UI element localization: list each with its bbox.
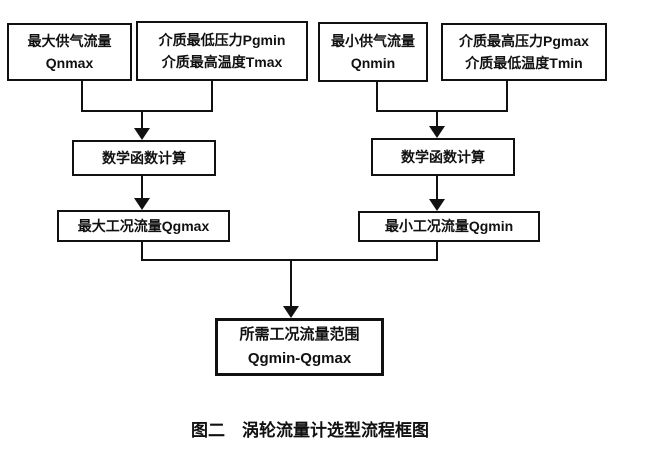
- connector-line: [376, 110, 508, 112]
- arrow-down: [429, 126, 445, 138]
- node-qnmax-line2: Qnmax: [45, 55, 94, 71]
- node-pgmax-tmin-line1: 介质最高压力Pgmax: [459, 32, 589, 49]
- node-qnmin: 最小供气流量 Qnmin: [318, 22, 428, 82]
- connector-line: [141, 110, 143, 128]
- node-qgmax-label: 最大工况流量Qgmax: [77, 217, 210, 234]
- connector-line: [141, 176, 143, 198]
- node-calc-left-label: 数学函数计算: [102, 149, 186, 166]
- connector-line: [141, 242, 143, 261]
- connector-line: [506, 81, 508, 112]
- node-pgmin-tmax: 介质最低压力Pgmin 介质最高温度Tmax: [136, 21, 308, 81]
- node-qnmin-line2: Qnmin: [350, 55, 396, 71]
- node-result-line1: 所需工况流量范围: [239, 326, 360, 343]
- node-qnmin-line1: 最小供气流量: [331, 32, 415, 49]
- node-qnmax: 最大供气流量 Qnmax: [7, 23, 132, 81]
- node-calc-right-label: 数学函数计算: [401, 148, 485, 165]
- node-pgmin-tmax-line2: 介质最高温度Tmax: [161, 54, 283, 70]
- node-qnmax-line1: 最大供气流量: [27, 32, 112, 49]
- node-pgmax-tmin-line2: 介质最低温度Tmin: [465, 55, 583, 71]
- node-result: 所需工况流量范围 Qgmin-Qgmax: [215, 318, 384, 376]
- arrow-down: [134, 198, 150, 210]
- arrow-down: [283, 306, 299, 318]
- node-pgmin-tmax-line1: 介质最低压力Pgmin: [158, 31, 286, 48]
- connector-line: [436, 242, 438, 261]
- figure-caption: 图二 涡轮流量计选型流程框图: [191, 421, 429, 440]
- connector-line: [211, 80, 213, 112]
- node-qgmin-label: 最小工况流量Qgmin: [384, 218, 514, 235]
- arrow-down: [429, 199, 445, 211]
- connector-line: [436, 176, 438, 199]
- arrow-down: [134, 128, 150, 140]
- connector-line: [141, 259, 438, 261]
- node-calc-right: 数学函数计算: [371, 138, 515, 176]
- connector-line: [376, 81, 378, 112]
- node-qgmin: 最小工况流量Qgmin: [358, 211, 540, 242]
- connector-line: [81, 80, 83, 112]
- node-pgmax-tmin: 介质最高压力Pgmax 介质最低温度Tmin: [441, 23, 607, 81]
- node-qgmax: 最大工况流量Qgmax: [57, 210, 230, 242]
- connector-line: [81, 110, 213, 112]
- connector-line: [290, 259, 292, 306]
- connector-line: [436, 110, 438, 126]
- node-calc-left: 数学函数计算: [72, 140, 216, 176]
- node-result-line2: Qgmin-Qgmax: [247, 350, 352, 367]
